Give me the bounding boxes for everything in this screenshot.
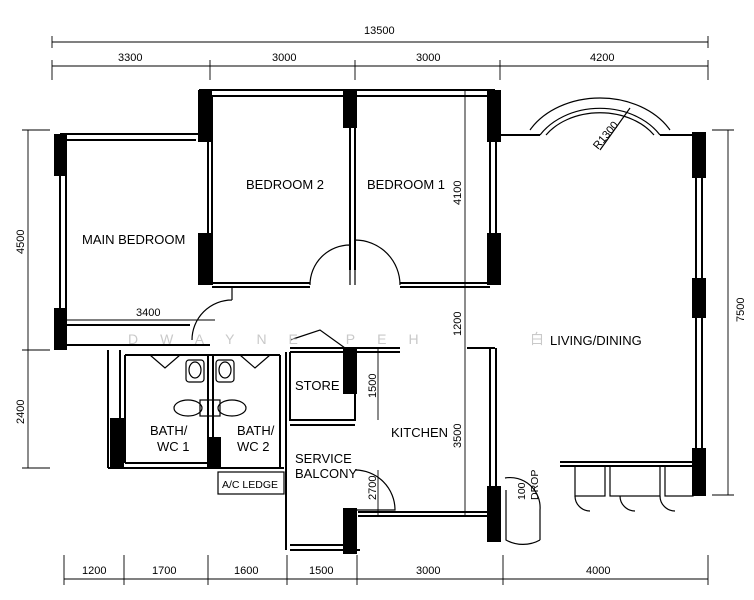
room-label-kitchen: KITCHEN xyxy=(391,425,448,440)
dim-bottom-6: 4000 xyxy=(586,565,610,577)
dim-right: 7500 xyxy=(735,298,747,322)
room-label-bath1-line2: WC 1 xyxy=(157,439,190,454)
dim-overall-width: 13500 xyxy=(364,25,395,37)
watermark-mark: 白 xyxy=(530,332,544,348)
dim-bottom-1: 1200 xyxy=(82,565,106,577)
dim-main-bedroom-width: 3400 xyxy=(136,307,160,319)
dim-corridor: 1200 xyxy=(452,312,464,336)
dim-drop-2: DROP xyxy=(529,470,541,500)
dim-left-2: 2400 xyxy=(15,400,27,424)
room-label-service-line2: BALCONY xyxy=(295,466,357,481)
room-label-ac-ledge: A/C LEDGE xyxy=(222,479,278,491)
dimension-lines xyxy=(22,36,734,585)
dim-bottom-4: 1500 xyxy=(309,565,333,577)
dim-bottom-5: 3000 xyxy=(416,565,440,577)
dim-bedroom1-depth: 4100 xyxy=(452,181,464,205)
doors xyxy=(149,97,671,546)
dim-store-depth: 1500 xyxy=(367,374,379,398)
room-label-bedroom-2: BEDROOM 2 xyxy=(246,177,324,192)
dim-left-1: 4500 xyxy=(15,230,27,254)
room-label-store: STORE xyxy=(295,378,340,393)
dim-top-4: 4200 xyxy=(590,52,614,64)
columns xyxy=(54,90,706,554)
sanitary-fixtures xyxy=(173,359,247,417)
room-label-bath1-line1: BATH/ xyxy=(150,423,188,438)
room-label-bedroom-1: BEDROOM 1 xyxy=(367,177,445,192)
room-label-bath2-line1: BATH/ xyxy=(237,423,275,438)
room-label-main-bedroom: MAIN BEDROOM xyxy=(82,232,185,247)
dim-drop-1: 100 xyxy=(516,482,528,500)
dim-top-2: 3000 xyxy=(272,52,296,64)
room-label-bath2-line2: WC 2 xyxy=(237,439,270,454)
window-units xyxy=(574,465,694,512)
watermark-text: DWAYNE PEH xyxy=(128,331,441,347)
room-label-service-line1: SERVICE xyxy=(295,451,352,466)
dim-top-1: 3300 xyxy=(118,52,142,64)
dim-top-3: 3000 xyxy=(416,52,440,64)
room-label-living-dining: LIVING/DINING xyxy=(550,333,642,348)
dim-service-depth: 2700 xyxy=(367,476,379,500)
dim-bottom-3: 1600 xyxy=(234,565,258,577)
dim-bay-radius: R1300 xyxy=(591,119,621,152)
dim-kitchen-depth: 3500 xyxy=(452,424,464,448)
dim-bottom-2: 1700 xyxy=(152,565,176,577)
